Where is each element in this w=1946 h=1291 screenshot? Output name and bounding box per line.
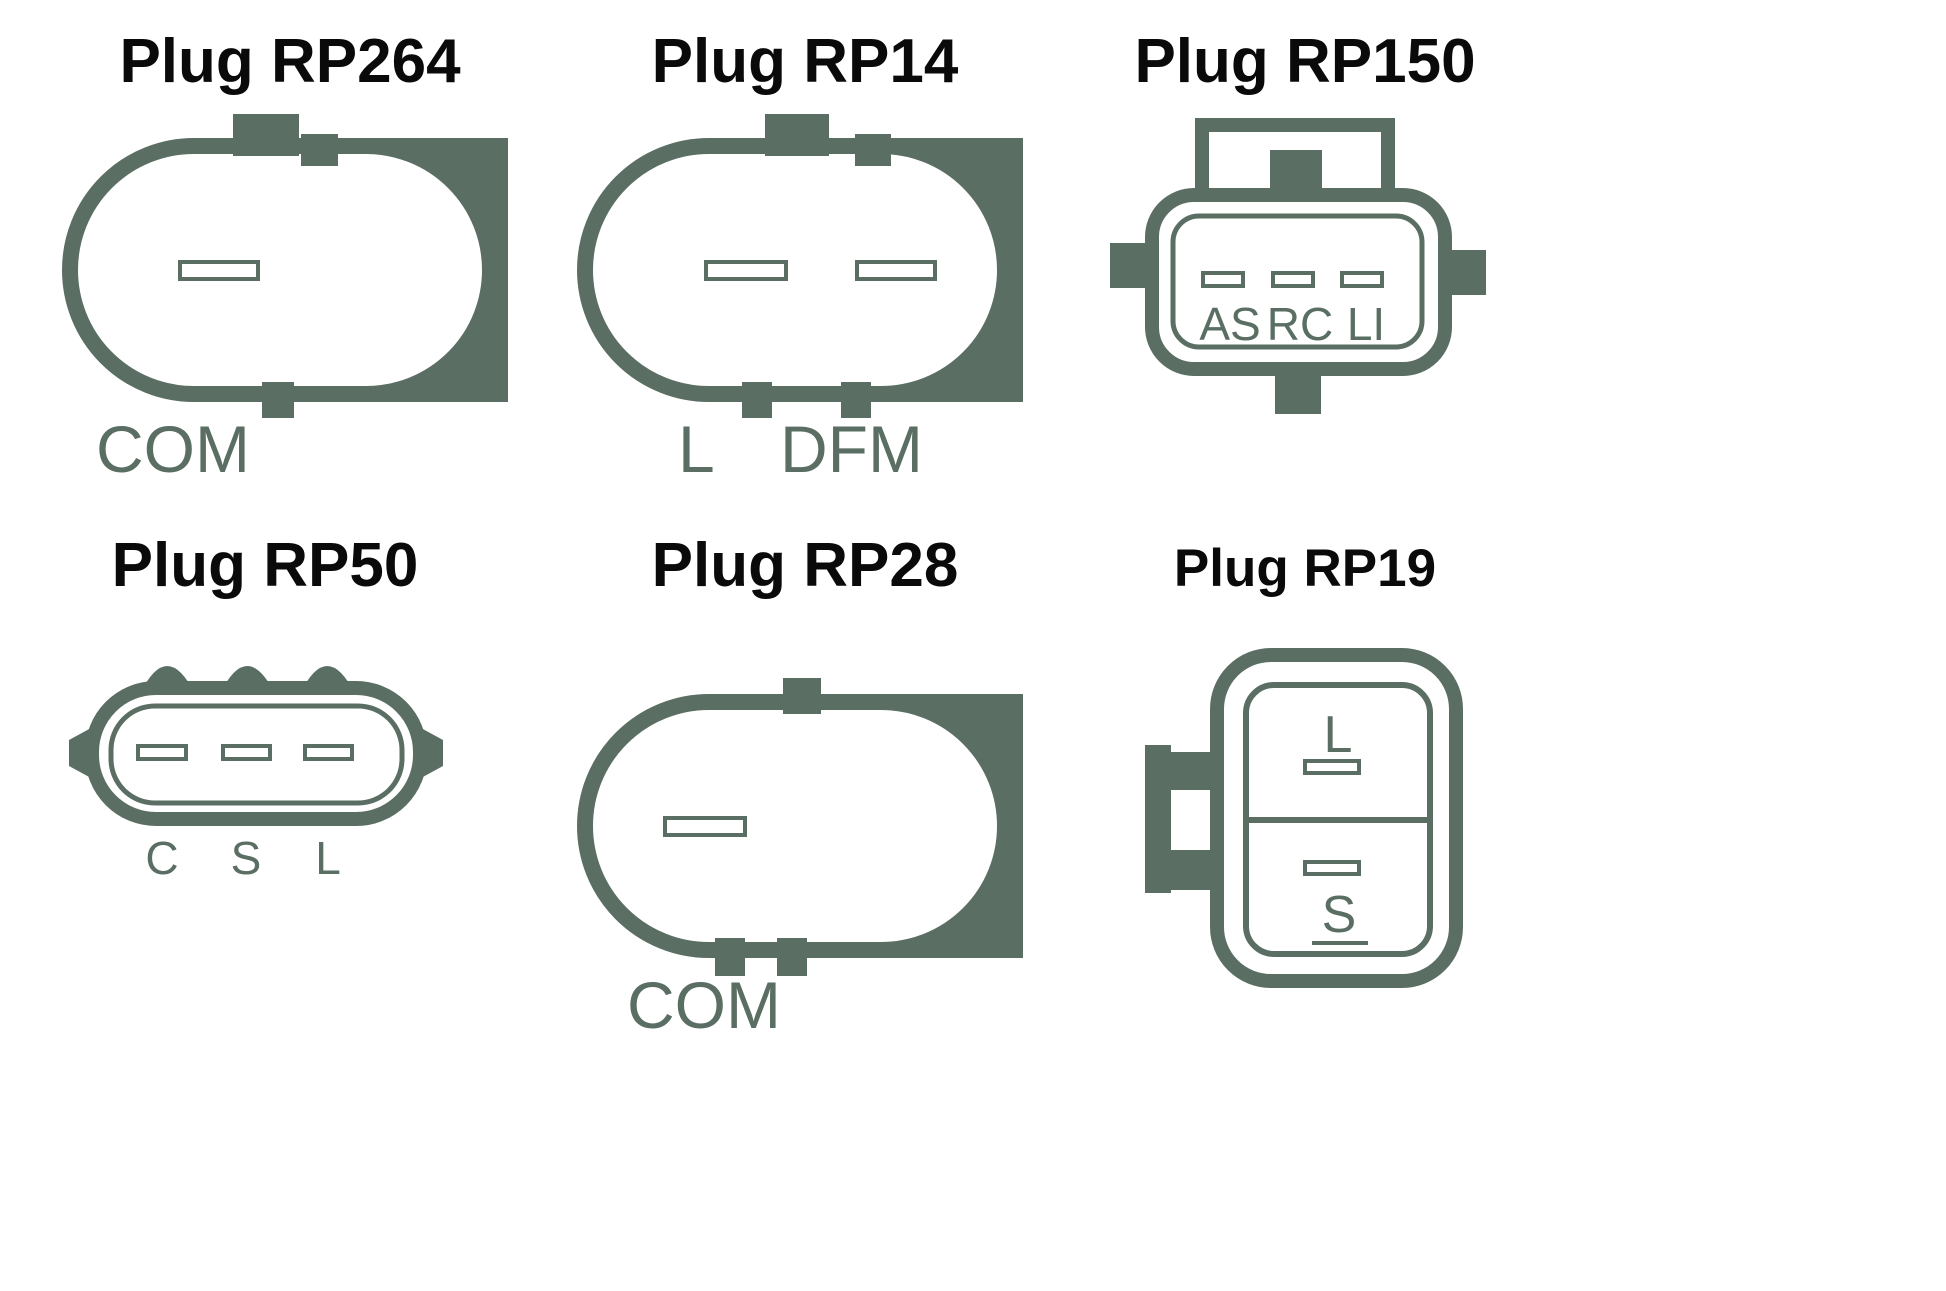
plug-rp50-figure: Plug RP50 C S L	[35, 531, 495, 898]
plug-rp19-title: Plug RP19	[1173, 539, 1437, 598]
plug-rp264-figure: Plug RP264 COM	[60, 27, 520, 484]
rp50-pin-slot-c	[136, 744, 188, 762]
plug-rp50-title: Plug RP50	[111, 531, 419, 600]
rp50-pin-label-c: C	[145, 832, 178, 884]
rp264-housing-outline	[62, 138, 498, 403]
rp14-pin-label-l: L	[678, 412, 715, 484]
rp150-pin-slot-as	[1201, 271, 1245, 289]
rp14-pin-label-dfm: DFM	[780, 412, 923, 484]
rp28-pin-slot	[663, 816, 747, 838]
rp264-top-notch	[301, 134, 338, 167]
rp19-pin-slot-l	[1303, 759, 1361, 776]
rp50-left-tab	[69, 728, 91, 779]
rp50-pin-label-s: S	[231, 832, 262, 884]
rp19-pin-slot-s	[1303, 860, 1361, 877]
plug-rp50-drawing: C S L	[69, 666, 443, 884]
rp264-top-tab	[233, 114, 299, 157]
rp28-housing-outline	[577, 694, 1013, 959]
rp28-pin-label-com: COM	[627, 968, 781, 1040]
plug-rp150-figure: Plug RP150 AS RC LI	[1110, 27, 1500, 438]
rp50-pin-slot-s	[221, 744, 272, 762]
rp264-pin-slot	[178, 260, 260, 282]
plug-rp14-drawing: L DFM	[577, 114, 1023, 484]
plug-rp264-title: Plug RP264	[119, 27, 461, 96]
rp150-pin-label-rc: RC	[1267, 298, 1333, 350]
plug-rp150-title: Plug RP150	[1134, 27, 1476, 96]
rp14-top-tab	[765, 114, 829, 157]
rp19-pin-label-s: S	[1322, 886, 1357, 944]
plug-rp28-title: Plug RP28	[651, 531, 959, 600]
rp264-bottom-tab	[262, 382, 294, 419]
rp150-pin-label-li: LI	[1347, 298, 1385, 350]
rp19-pin-label-l: L	[1324, 706, 1353, 764]
plug-rp19-figure: Plug RP19 L S	[1110, 539, 1500, 1000]
rp14-pin-slot-dfm	[855, 260, 937, 282]
rp14-bottom-tab-2	[841, 382, 871, 419]
plug-rp150-drawing: AS RC LI	[1110, 118, 1486, 415]
plug-rp264-drawing: COM	[62, 114, 508, 484]
rp14-housing-outline	[577, 138, 1013, 403]
rp264-pin-label-com: COM	[96, 412, 250, 484]
rp150-pin-slot-rc	[1271, 271, 1315, 289]
rp50-pin-label-l: L	[315, 832, 341, 884]
rp150-pin-slot-li	[1340, 271, 1384, 289]
rp14-pin-slot-l	[704, 260, 788, 282]
rp14-top-notch	[855, 134, 891, 167]
plug-rp14-figure: Plug RP14 L DFM	[575, 27, 1035, 484]
rp50-pin-slot-l	[303, 744, 354, 762]
plug-rp19-drawing: L S	[1145, 648, 1463, 989]
rp28-bottom-tab-1	[715, 938, 745, 977]
rp28-bottom-tab-2	[777, 938, 807, 977]
rp28-top-notch	[783, 678, 821, 715]
rp150-pin-label-as: AS	[1199, 298, 1260, 350]
rp14-bottom-tab-1	[742, 382, 772, 419]
plug-rp28-drawing: COM	[577, 678, 1023, 1040]
plug-rp14-title: Plug RP14	[651, 27, 959, 96]
rp50-right-tab	[421, 728, 443, 779]
plug-rp28-figure: Plug RP28 COM	[575, 531, 1035, 1040]
